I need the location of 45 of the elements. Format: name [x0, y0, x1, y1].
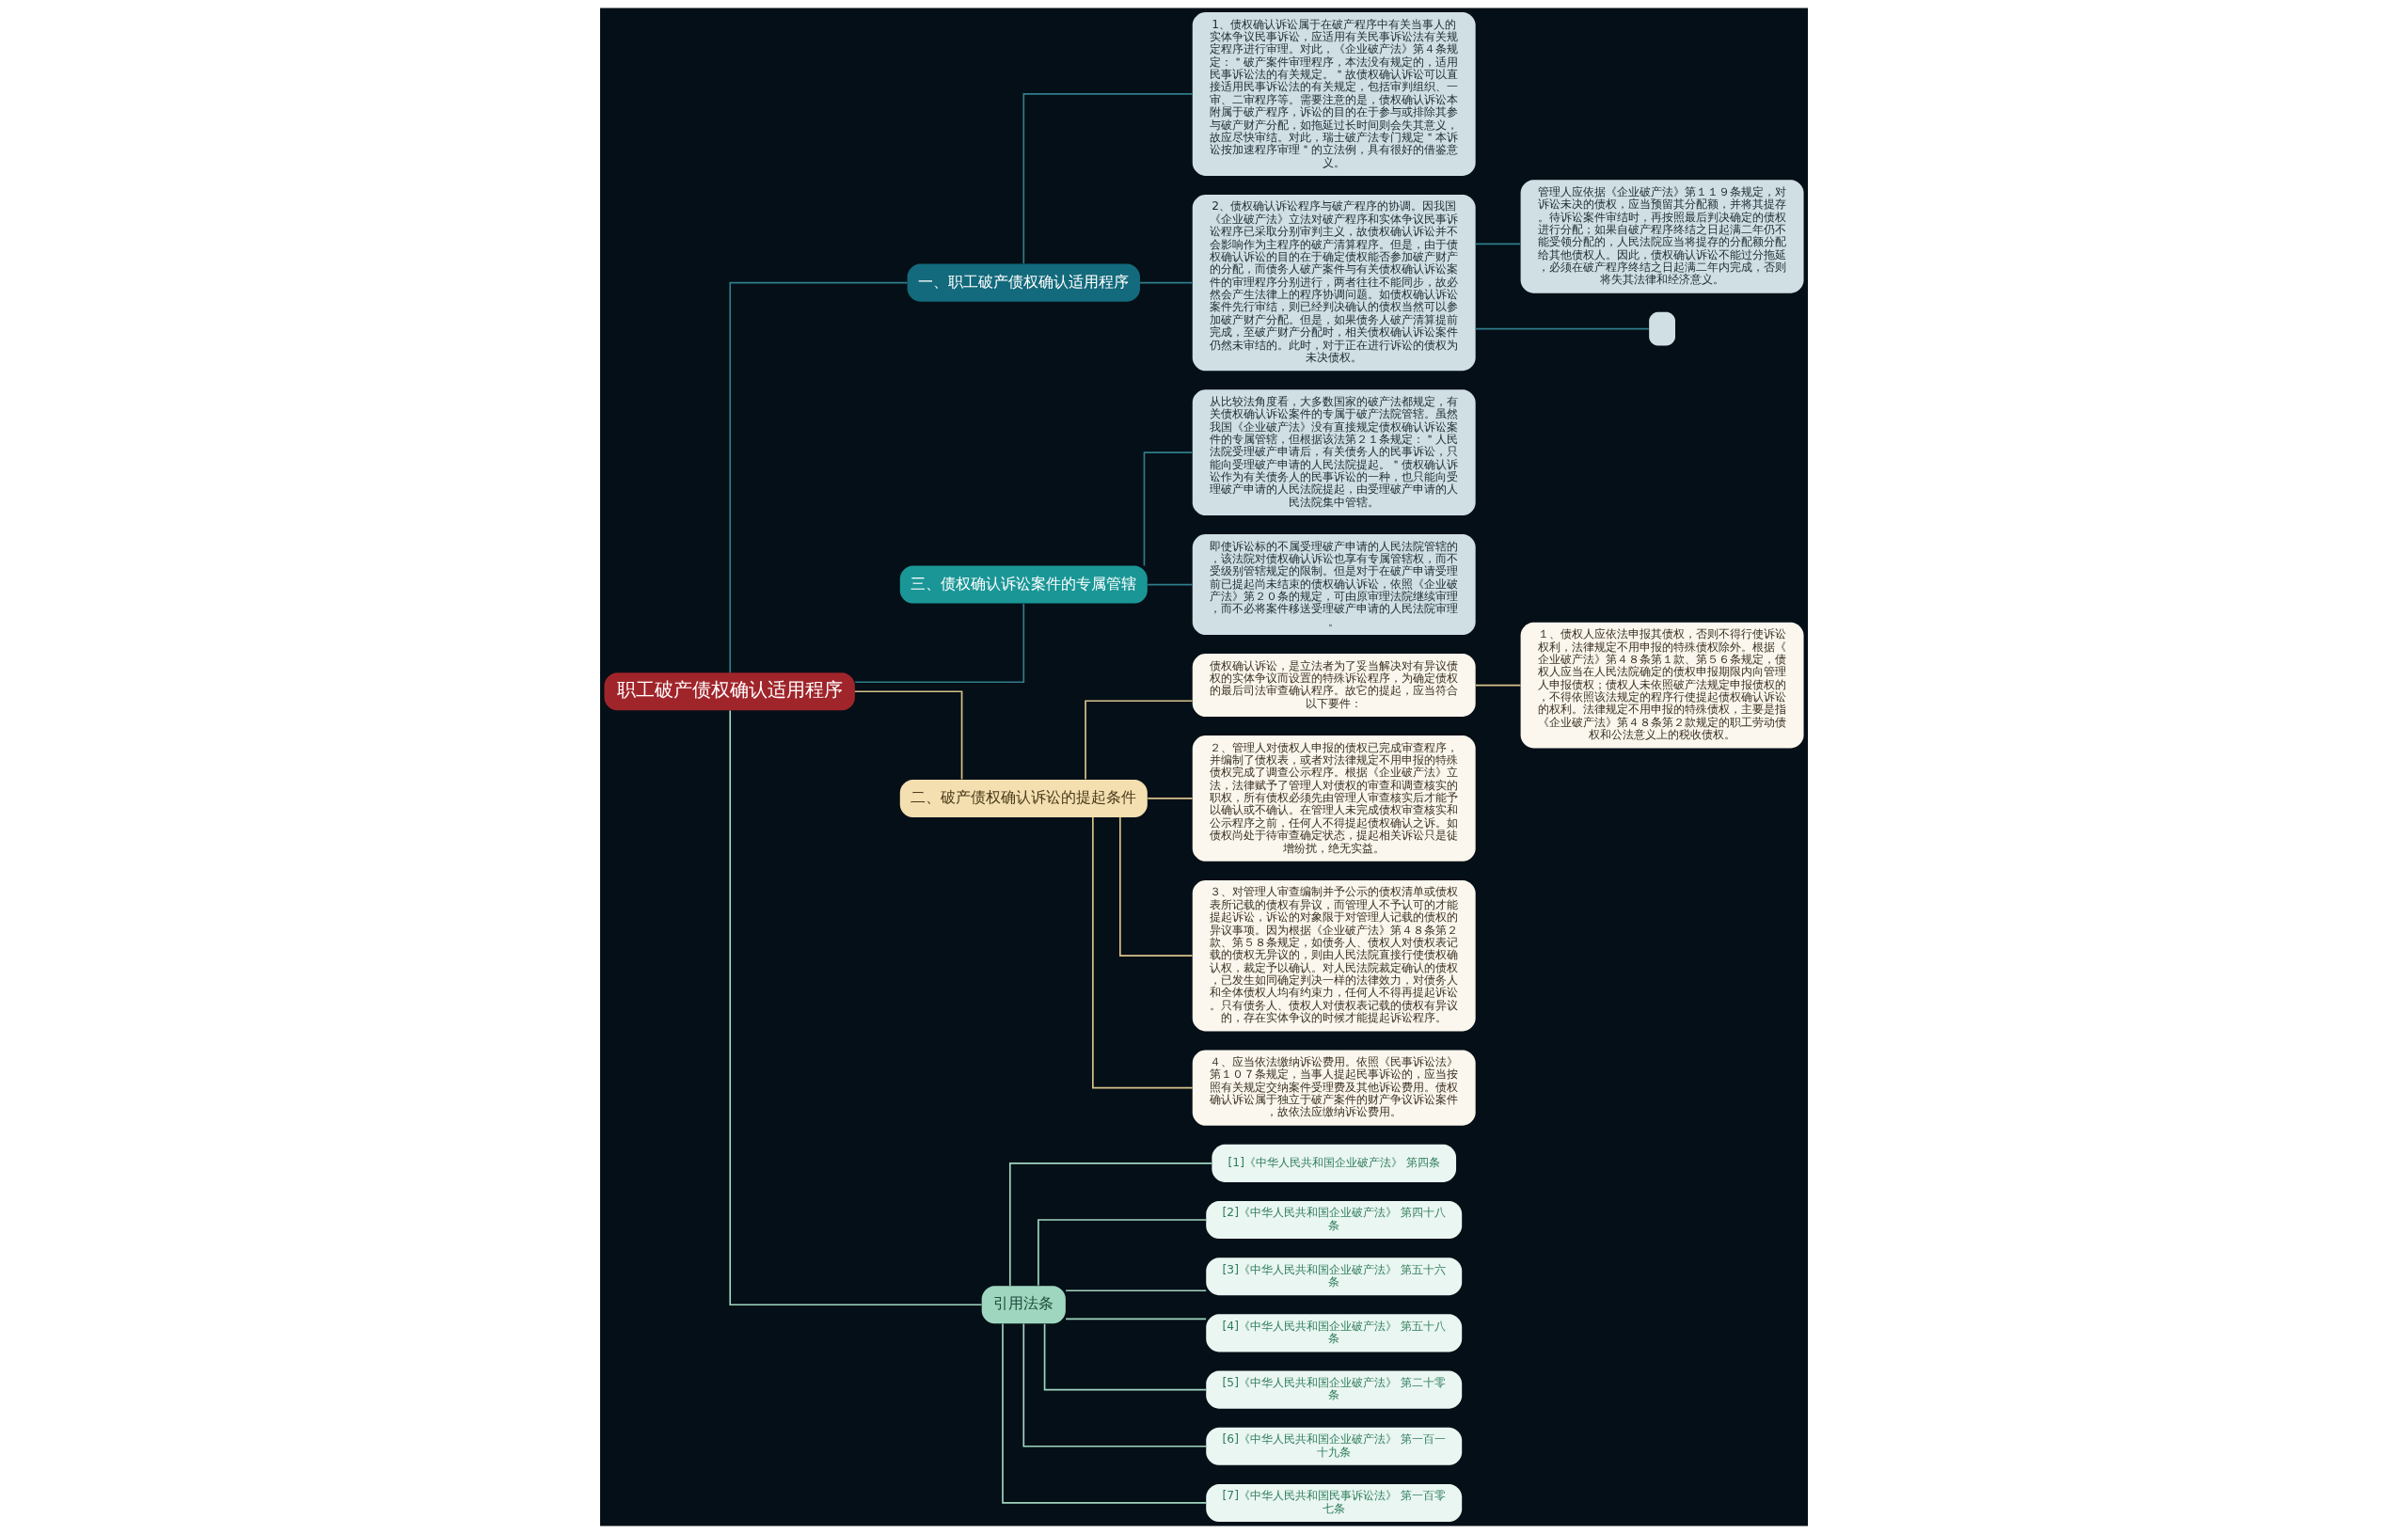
node-box: ３、对管理人审查编制并予公示的债权清单或债权表所记载的债权有异议，而管理人不予认可的才能提起诉讼，诉讼的对象限于对管理人记载的债权的异议事项。因为根据《企业破产法》第４８条第２款、第５８条规定，如债务人、债权人对债权表记载的债权无异议的，则由人民法院直接行使债权确认权，裁定予以确认。对人民法院裁定确认的债权，已发生如同确定判决一样的法律效力，对债务人和全体债权人均有约束力，任何人不得再提起诉讼。只有债务人、债权人对债权表记载的债权有异议的，存在实体争议的时候才能提起诉讼程序。 — [1192, 879, 1476, 1032]
node-box: 二、破产债权确认诉讼的提起条件 — [899, 779, 1148, 817]
connector — [1022, 93, 1194, 265]
connector — [1147, 583, 1194, 586]
connector — [1474, 243, 1522, 245]
node-box: ４、应当依法缴纳诉讼费用。依照《民事诉讼法》第１０７条规定，当事人提起民事诉讼的，应当按照有关规定交纳案件受理费及其他诉讼费用。债权确认诉讼属于独立于破产案件的财产争议诉讼案件，故依法应缴纳诉讼费用。 — [1192, 1050, 1476, 1126]
node-box: [6]《中华人民共和国企业破产法》 第一百一十九条 — [1206, 1427, 1463, 1465]
node-box: [4]《中华人民共和国企业破产法》 第五十八条 — [1206, 1314, 1463, 1352]
connector — [1043, 1322, 1207, 1391]
node-box: 一、职工破产债权确认适用程序 — [907, 263, 1140, 302]
node-box: 债权确认诉讼，是立法者为了妥当解决对有异议债权的实体争议而设置的特殊诉讼程序，为确定债权的最后司法审查确认程序。故它的提起，应当符合以下要件： — [1192, 654, 1476, 717]
connector — [1092, 816, 1194, 1089]
connector — [1119, 816, 1194, 957]
node-box: 管理人应依据《企业破产法》第１１９条规定，对诉讼未决的债权，应当预留其分配额，并将其提存。待诉讼案件审结时，再按照最后判决确定的债权进行分配；如果自破产程序终结之日起满二年仍不能受领分配的，人民法院应当将提存的分配额分配给其他债权人。因此，债权确认诉讼不能过分拖延，必须在破产程序终结之日起满二年内完成，否则将失其法律和经济意义。 — [1520, 180, 1804, 293]
node-box: ２、管理人对债权人申报的债权已完成审查程序，并编制了债权表，或者对法律规定不用申报的特殊债权完成了调查公示程序。根据《企业破产法》立法，法律赋予了管理人对债权的审查和调查核实的职权，所有债权必须先由管理人审查核实后才能予以确认或不确认。在管理人未完成债权审查核实和公示程序之前，任何人不得提起债权确认之诉。如债权尚处于待审查确定状态，提起相关诉讼只是徒增纷扰，绝无实益。 — [1192, 735, 1476, 862]
connector — [1038, 1219, 1207, 1287]
node-box: [7]《中华人民共和国民事诉讼法》 第一百零七条 — [1206, 1483, 1463, 1522]
node-box — [1649, 311, 1675, 346]
connector — [1474, 684, 1522, 687]
connector — [854, 603, 1025, 684]
node-box: [3]《中华人民共和国企业破产法》 第五十六条 — [1206, 1257, 1463, 1296]
node-box: [5]《中华人民共和国企业破产法》 第二十零条 — [1206, 1370, 1463, 1409]
node-box: １、债权人应依法申报其债权，否则不得行使诉讼权利，法律规定不用申报的特殊债权除外。根据《企业破产法》第４８条第１款、第５６条规定，债权人应当在人民法院确定的债权申报期限内向管理人申报债权；债权人未依照破产法规定申报债权的，不得依照该法规定的程序行使提起债权确认诉讼的权利。法律规定不用申报的特殊债权，主要是指《企业破产法》第４８条第２款规定的职工劳动债权和公法意义上的税收债权。 — [1520, 622, 1804, 749]
node-box: 1、债权确认诉讼属于在破产程序中有关当事人的实体争议民事诉讼，应适用有关民事诉讼法有关规定程序进行审理。对此，《企业破产法》第４条规定：＂破产案件审理程序，本法没有规定的，适用民事诉讼法的有关规定。＂故债权确认诉讼可以直接适用民事诉讼法的有关规定，包括审判组织、一审、二审程序等。需要注意的是，债权确认诉讼本附属于破产程序，诉讼的目的在于参与或排除其参与破产财产分配，如拖延过长时间则会失其意义，故应尽快审结。对此，瑞士破产法专门规定＂本诉讼按加速程序审理＂的立法例，具有很好的借鉴意义。 — [1192, 12, 1476, 176]
node-box: 三、债权确认诉讼案件的专属管辖 — [899, 565, 1148, 604]
connector — [1139, 281, 1194, 284]
connector — [1008, 1162, 1212, 1287]
connector — [1085, 700, 1194, 781]
connector — [1065, 1318, 1207, 1321]
connector — [1002, 1322, 1207, 1504]
connector — [1065, 1289, 1207, 1292]
connector — [1143, 451, 1194, 567]
node-box: 职工破产债权确认适用程序 — [604, 672, 855, 711]
node-box: 2、债权确认诉讼程序与破产程序的协调。因我国《企业破产法》立法对破产程序和实体争议民事诉讼程序已采取分别审判主义，故债权确认诉讼并不会影响作为主程序的破产清算程序。但是，由于债权确认诉讼的目的在于确定债权能否参加破产财产的分配，而债务人破产案件与有关债权确认诉讼案件的审理程序分别进行，两者往往不能同步，故必然会产生法律上的程序协调问题。如债权确认诉讼案件先行审结，则已经判决确认的债权当然可以参加破产财产分配。但是，如果债务人破产清算提前完成，至破产财产分配时，相关债权确认诉讼案件仍然未审结的。此时，对于正在进行诉讼的债权为未决债权。 — [1192, 194, 1476, 372]
connector — [729, 281, 909, 673]
connector — [1022, 1322, 1207, 1447]
node-box: 即使诉讼标的不属受理破产申请的人民法院管辖的，该法院对债权确认诉讼也享有专属管辖权，而不受级别管辖规定的限制。但是对于在破产申请受理前已提起尚未结束的债权确认诉讼，依照《企业破产法》第２０条的规定，可由原审理法院继续审理，而不必将案件移送受理破产申请的人民法院审理。 — [1192, 534, 1476, 636]
connector — [1147, 798, 1194, 799]
node-box: [2]《中华人民共和国企业破产法》 第四十八条 — [1206, 1200, 1463, 1240]
connector — [854, 690, 963, 781]
connector — [1474, 327, 1650, 330]
node-box: 从比较法角度看，大多数国家的破产法都规定，有关债权确认诉讼案件的专属于破产法院管辖。虽然我国《企业破产法》没有直接规定债权确认诉讼案件的专属管辖，但根据该法第２１条规定：＂人民法院受理破产申请后，有关债务人的民事诉讼，只能向受理破产申请的人民法院提起。＂债权确认诉讼作为有关债务人的民事诉讼的一种，也只能向受理破产申请的人民法院提起，由受理破产申请的人民法院集中管辖。 — [1192, 389, 1476, 515]
connector — [729, 709, 983, 1306]
node-box: 引用法条 — [981, 1286, 1066, 1324]
node-box: [1]《中华人民共和国企业破产法》 第四条 — [1212, 1144, 1457, 1182]
